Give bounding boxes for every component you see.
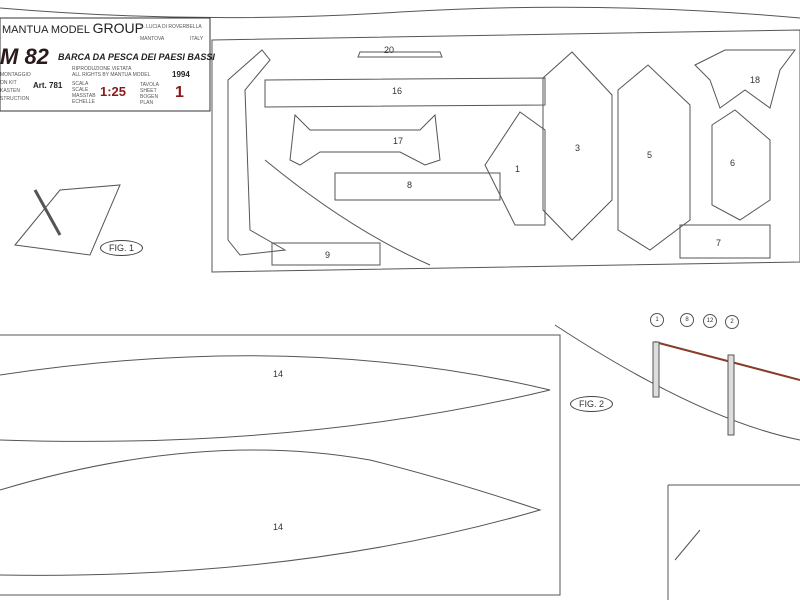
part-8-label: 8: [407, 180, 413, 190]
part-14-label: 14: [273, 369, 284, 379]
city: MANTOVA: [140, 36, 165, 42]
fig1-knife-icon: [33, 189, 62, 236]
part-18-label: 18: [750, 75, 761, 85]
part-20-label: 20: [384, 45, 395, 55]
hull-sheet-outline: [0, 334, 561, 596]
part-16-outline: [264, 77, 546, 108]
part-14b-outline: [0, 449, 542, 576]
part-18-outline: [694, 49, 796, 109]
callout-12: 12: [703, 314, 717, 328]
part-7-label: 7: [716, 238, 722, 248]
part-8-outline: [334, 172, 501, 201]
part-17-outline: [289, 113, 441, 166]
part-1-outline: [484, 111, 546, 226]
part-7-outline: [679, 224, 771, 259]
sheet-number: 1: [175, 84, 184, 101]
callout-2: 2: [725, 315, 739, 329]
fig2-frame-2: [727, 354, 735, 436]
keel-curve: [264, 159, 431, 266]
part-14-label: 14: [273, 522, 284, 532]
part-17-label: 17: [393, 136, 404, 146]
sheet-edge: [0, 6, 800, 19]
part-5-label: 5: [647, 150, 653, 160]
location: S. LUCIA DI ROVERBELLA: [140, 24, 202, 30]
part-outline: [227, 49, 287, 256]
part-9-label: 9: [325, 250, 331, 260]
part-14a-outline: [0, 355, 551, 442]
callout-8: 8: [680, 313, 694, 327]
part-16-label: 16: [392, 86, 403, 96]
scale: 1:25: [100, 84, 127, 99]
part-3-outline: [542, 51, 613, 241]
article-number: Art. 781: [33, 81, 63, 90]
country: ITALY: [190, 36, 204, 42]
fig-1-label: FIG. 1: [100, 240, 144, 256]
part-5-outline: [617, 64, 691, 251]
fig-outline-bottom: [667, 484, 800, 600]
part-3-label: 3: [575, 143, 581, 153]
company-name: MANTUA MODEL GROUP: [2, 20, 145, 36]
fig-2-label: FIG. 2: [570, 396, 614, 412]
part-6-outline: [711, 109, 771, 221]
title-block-frame: [0, 17, 211, 112]
fig2-frame-1: [652, 341, 660, 398]
year: 1994: [172, 70, 190, 79]
model-code: M 82: [0, 44, 49, 69]
parts-sheet-outline: [211, 29, 800, 273]
callout-1: 1: [650, 313, 664, 327]
part-9-outline: [271, 242, 381, 266]
model-name: BARCA DA PESCA DEI PAESI BASSI: [58, 52, 215, 62]
part-1-label: 1: [515, 164, 521, 174]
part-20-outline: [357, 51, 443, 58]
fig2-hull-line: [554, 324, 800, 441]
part-6-label: 6: [730, 158, 736, 168]
